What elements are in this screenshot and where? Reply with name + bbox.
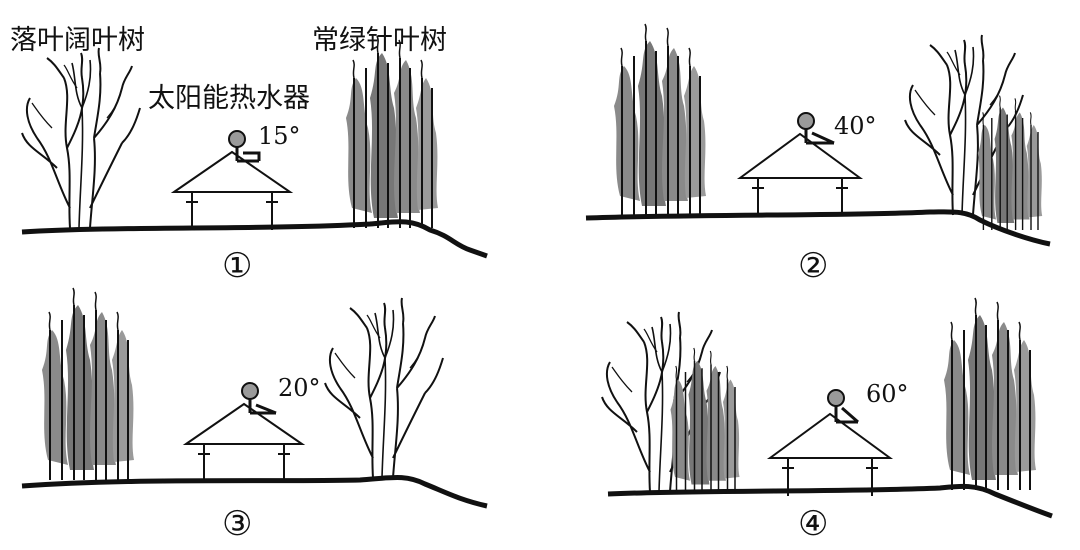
- deciduous-tree: [324, 297, 444, 479]
- angle-label-2: 40°: [834, 112, 877, 140]
- ground-line: [21, 475, 488, 509]
- panel-1: [21, 35, 488, 259]
- panel-3: [21, 287, 488, 509]
- solar-water-heater: [797, 112, 835, 145]
- angle-label-1: 15°: [258, 122, 301, 150]
- ground-line: [21, 219, 488, 259]
- evergreen-tree: [613, 23, 707, 217]
- deciduous-tree: [21, 47, 141, 229]
- solar-heater-label: 太阳能热水器: [148, 83, 310, 114]
- house: [766, 412, 894, 496]
- panel-2: [585, 23, 1051, 247]
- panel-4: [601, 297, 1053, 519]
- panel-number-2: ②: [798, 246, 829, 286]
- ground-line: [585, 209, 1051, 247]
- evergreen-tree: [41, 287, 135, 481]
- panel-number-1: ①: [222, 246, 253, 286]
- house: [182, 402, 306, 482]
- evergreen-tree: [345, 35, 439, 229]
- evergreen-tree: [669, 347, 741, 493]
- solar-water-heater: [228, 130, 261, 163]
- ground-line: [607, 483, 1053, 519]
- angle-label-4: 60°: [866, 380, 909, 408]
- deciduous-tree-label: 落叶阔叶树: [10, 25, 145, 56]
- house: [736, 132, 864, 216]
- panel-number-3: ③: [222, 504, 253, 544]
- panel-number-4: ④: [798, 504, 829, 544]
- angle-label-3: 20°: [278, 374, 321, 402]
- evergreen-tree: [943, 297, 1037, 491]
- evergreen-tree: [977, 94, 1043, 231]
- solar-water-heater: [241, 382, 277, 415]
- house: [170, 150, 294, 230]
- solar-water-heater: [827, 389, 859, 424]
- evergreen-tree-label: 常绿针叶树: [312, 25, 447, 56]
